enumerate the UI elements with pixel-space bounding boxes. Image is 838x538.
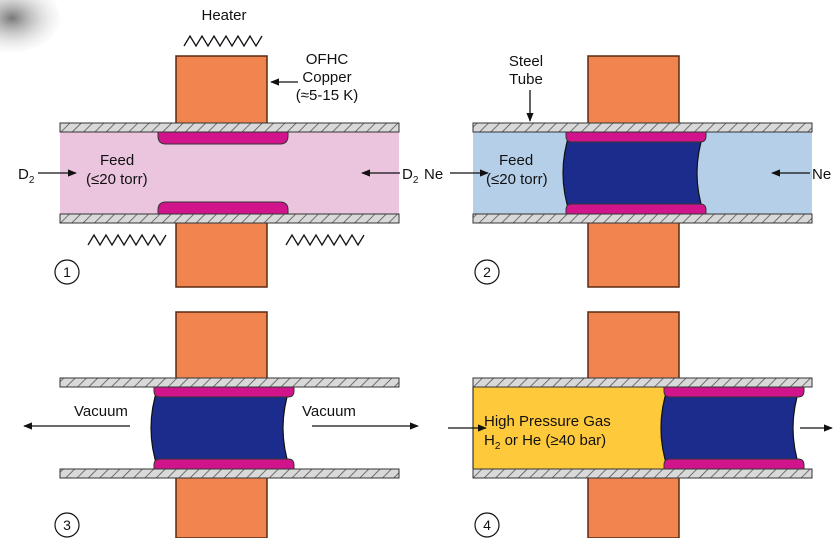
frozen-deposit-bottom (566, 204, 706, 214)
solid-plug (563, 132, 704, 214)
frozen-deposit-top (566, 132, 706, 142)
feed-pressure-label: (≤20 torr) (86, 171, 148, 188)
step-number-3: 3 (63, 517, 71, 533)
feed-label: Feed (499, 152, 533, 169)
right-gas-label: Ne (812, 166, 831, 183)
tube-wall-top (473, 378, 812, 387)
heater-coil-top (184, 36, 262, 46)
left-gas-label: Ne (424, 166, 443, 183)
steel-tube-label-line2: Tube (509, 71, 543, 88)
frozen-deposit-top (154, 387, 294, 397)
frozen-deposit-bottom (154, 459, 294, 469)
frozen-deposit-top (664, 387, 804, 397)
copper-label-line2: Copper (302, 69, 351, 86)
tube-wall-top (60, 378, 399, 387)
tube-wall-top (60, 123, 399, 132)
feed-label: Feed (100, 152, 134, 169)
step-number-2: 2 (483, 264, 491, 280)
vacuum-right-label: Vacuum (302, 403, 356, 420)
vacuum-left-label: Vacuum (74, 403, 128, 420)
step-number-4: 4 (483, 517, 491, 533)
feed-pressure-label: (≤20 torr) (486, 171, 548, 188)
corner-shadow (0, 0, 60, 52)
panel-4: High Pressure Gas H2 or He (≥40 bar) 4 (448, 312, 832, 538)
steel-tube-label-line1: Steel (509, 53, 543, 70)
right-gas-label: D2 (402, 166, 419, 186)
frozen-deposit-top (158, 132, 288, 144)
frozen-deposit-bottom (664, 459, 804, 469)
solid-plug (661, 387, 800, 469)
tube-wall-top (473, 123, 812, 132)
heater-coil-left (88, 235, 166, 245)
step-number-1: 1 (63, 264, 71, 280)
tube-wall-bottom (60, 469, 399, 478)
panel-1: Heater OFHC Copper (≈5-15 K) Feed (≤20 t… (18, 7, 419, 287)
gas-label: High Pressure Gas (484, 413, 611, 430)
solid-plug (151, 387, 290, 469)
panel-3: Vacuum Vacuum 3 (24, 312, 418, 538)
copper-label-line3: (≈5-15 K) (296, 87, 358, 104)
heater-coil-right (286, 235, 364, 245)
frozen-deposit-bottom (158, 202, 288, 214)
tube-wall-bottom (60, 214, 399, 223)
tube-wall-bottom (473, 214, 812, 223)
tube-wall-bottom (473, 469, 812, 478)
panel-2: Steel Tube Feed (≤20 torr) Ne Ne 2 (424, 53, 831, 287)
left-gas-label: D2 (18, 166, 35, 186)
copper-label-line1: OFHC (306, 51, 349, 68)
heater-label: Heater (201, 7, 246, 24)
